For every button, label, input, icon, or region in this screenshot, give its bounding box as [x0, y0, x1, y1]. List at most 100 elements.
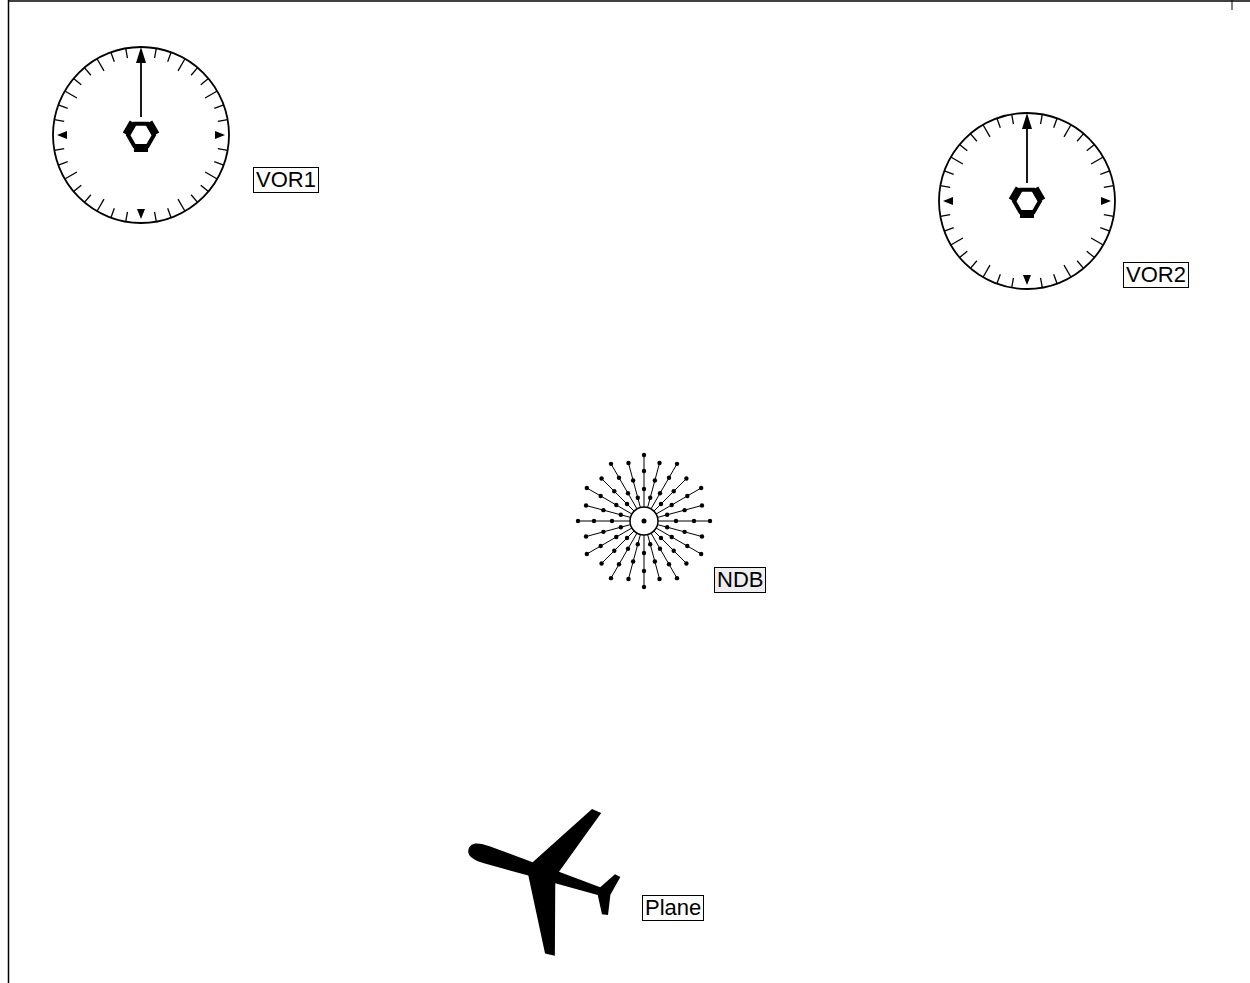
ndb-dot [674, 519, 678, 523]
label-text: VOR1 [256, 168, 316, 192]
ndb-dot [699, 552, 703, 556]
ndb-dot [648, 496, 652, 500]
ndb-dot [626, 577, 630, 581]
compass-tick [97, 199, 104, 211]
ndb-spoke [656, 488, 701, 514]
cardinal-mark [1023, 275, 1031, 285]
vor-block [1009, 186, 1023, 202]
compass-tick [940, 215, 950, 217]
ndb-dot [614, 535, 618, 539]
compass-tick [1064, 125, 1071, 137]
compass-tick [960, 251, 968, 257]
label-box: Plane [642, 895, 704, 921]
ndb-spoke [586, 525, 630, 537]
ndb-dot [667, 475, 671, 479]
compass-tick [997, 274, 1000, 283]
compass-tick [168, 52, 171, 61]
ndb-dot [700, 503, 704, 507]
ndb-dot [585, 552, 589, 556]
cardinal-mark [215, 131, 225, 139]
north-arrowhead [136, 47, 146, 63]
compass-tick [1100, 171, 1109, 174]
compass-tick [205, 172, 217, 179]
compass-tick [960, 144, 968, 150]
ndb-dot [609, 462, 613, 466]
compass-tick [1100, 228, 1109, 231]
compass-tick [218, 149, 228, 151]
ndb-dot [576, 519, 580, 523]
ndb-dot [684, 476, 688, 480]
frame-line [8, 0, 1250, 2]
compass-tick [983, 265, 990, 277]
compass-tick [944, 228, 953, 231]
compass-tick [951, 157, 963, 164]
compass-tick [983, 125, 990, 137]
cardinal-mark [137, 209, 145, 219]
compass-tick [54, 120, 64, 122]
compass-tick [214, 105, 223, 108]
ndb-spoke [587, 488, 632, 514]
ndb-dot [619, 525, 623, 529]
compass-tick [1087, 144, 1095, 150]
vor-block [134, 144, 148, 152]
label-text: VOR2 [1126, 263, 1186, 287]
ndb-dot [609, 576, 613, 580]
ndb-dot [699, 486, 703, 490]
compass-tick [155, 212, 157, 222]
north-arrowhead [1022, 113, 1032, 129]
compass-tick [97, 59, 104, 71]
ndb-dot [642, 487, 646, 491]
compass-tick [1012, 278, 1014, 288]
compass-tick [940, 186, 950, 188]
compass-tick [970, 261, 976, 269]
ndb-dot [617, 562, 621, 566]
ndb-dot [626, 461, 630, 465]
ndb-spoke [651, 533, 677, 578]
compass-ring [53, 47, 229, 223]
compass-tick [1077, 261, 1083, 269]
ndb-dot [665, 513, 669, 517]
ndb-dot [642, 569, 646, 573]
compass-tick [65, 91, 77, 98]
vor-block [145, 120, 159, 136]
compass-tick [126, 48, 128, 58]
ndb-dot [657, 461, 661, 465]
compass-tick [191, 68, 197, 76]
compass-tick [84, 68, 90, 76]
label-text: Plane [645, 896, 701, 920]
cardinal-mark [57, 131, 67, 139]
ndb-dot [682, 530, 686, 534]
north-needle [1026, 125, 1028, 183]
vor-block [123, 120, 137, 136]
ndb-dot [682, 508, 686, 512]
compass-tick [1012, 114, 1014, 124]
compass-tick [111, 208, 114, 217]
ndb-spoke [658, 505, 702, 517]
ndb-dot [675, 462, 679, 466]
ndb-spoke [602, 531, 635, 564]
ndb-spoke [648, 535, 660, 579]
ndb-dot [598, 544, 602, 548]
compass-tick [1041, 114, 1043, 124]
label-box: NDB [714, 567, 766, 593]
ndb-dot [599, 476, 603, 480]
vor-symbol [939, 113, 1115, 289]
cardinal-mark [1101, 197, 1111, 205]
ndb-dot [667, 562, 671, 566]
compass-tick [1041, 278, 1043, 288]
compass-tick [944, 171, 953, 174]
compass-tick [201, 185, 209, 191]
compass-ring [939, 113, 1115, 289]
compass-tick [1104, 215, 1114, 217]
compass-tick [155, 48, 157, 58]
ndb-dot [670, 503, 674, 507]
frame-line [8, 0, 10, 983]
ndb-dot [614, 503, 618, 507]
compass-tick [1104, 186, 1114, 188]
compass-tick [997, 118, 1000, 127]
compass-tick [214, 162, 223, 165]
ndb-spoke [644, 455, 645, 507]
ndb-dot [601, 530, 605, 534]
ndb-dot [675, 576, 679, 580]
ndb-dot [585, 486, 589, 490]
